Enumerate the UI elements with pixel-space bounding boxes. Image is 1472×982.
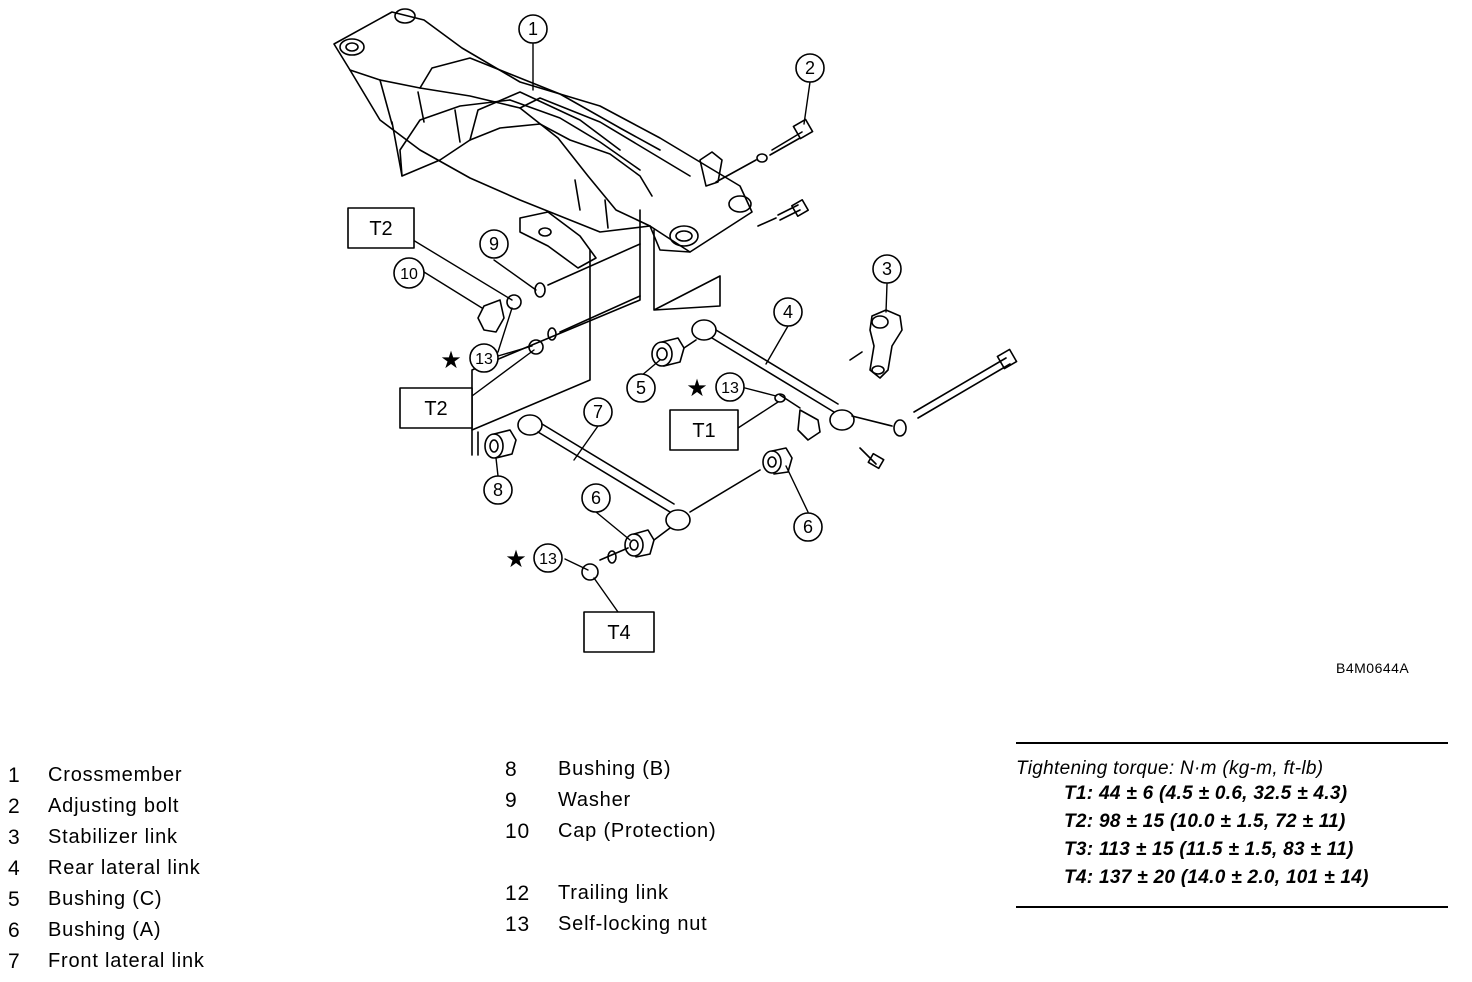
legend-number: 7: [8, 950, 21, 973]
legend-label: Cap (Protection): [558, 820, 717, 842]
legend-number: 10: [505, 820, 530, 843]
legend-item: 10 Cap (Protection): [505, 816, 716, 847]
svg-text:T4: T4: [607, 622, 630, 644]
protection-cap-drawing: [477, 299, 505, 333]
front-lateral-link-drawing: [517, 414, 761, 531]
legend-label: Crossmember: [48, 764, 183, 786]
legend-number: 12: [505, 882, 530, 905]
legend-label: Adjusting bolt: [48, 795, 180, 817]
svg-text:T2: T2: [424, 398, 447, 420]
table-rule-bottom: [1016, 906, 1448, 908]
table-rule-top: [1016, 742, 1448, 744]
torque-box-t2-upper: T2: [347, 207, 415, 249]
legend-item: 13 Self-locking nut: [505, 909, 716, 940]
tightening-torque-table: Tightening torque: N·m (kg-m, ft-lb) T1:…: [1016, 742, 1448, 908]
legend-item: 4 Rear lateral link: [8, 853, 205, 884]
leader-lines: [412, 43, 888, 613]
svg-text:5: 5: [636, 378, 646, 398]
svg-text:10: 10: [400, 266, 418, 283]
torque-row-t1: T1: 44 ± 6 (4.5 ± 0.6, 32.5 ± 4.3): [1064, 783, 1348, 804]
legend-gap: [505, 847, 716, 878]
svg-text:9: 9: [489, 234, 499, 254]
adjusting-bolt-drawing: [715, 118, 814, 227]
legend-label: Front lateral link: [48, 950, 205, 972]
callout-13-right: 13: [715, 372, 745, 402]
legend-item: 5 Bushing (C): [8, 884, 205, 915]
legend-item: 1 Crossmember: [8, 760, 205, 791]
star-symbol-right: ★: [686, 375, 708, 402]
legend-label: Bushing (B): [558, 758, 672, 780]
bushing-b-drawing: [484, 429, 517, 459]
legend-number: 3: [8, 826, 21, 849]
legend-label: Washer: [558, 789, 631, 811]
callout-13-left: 13: [469, 343, 499, 373]
stabilizer-link-drawing: [849, 309, 903, 379]
star-symbol-bottom: ★: [505, 546, 527, 573]
callout-10: 10: [393, 257, 425, 289]
legend-item: 9 Washer: [505, 785, 716, 816]
legend-item: 12 Trailing link: [505, 878, 716, 909]
svg-text:T2: T2: [369, 218, 392, 240]
legend-number: 1: [8, 764, 21, 787]
callout-4: 4: [773, 297, 803, 327]
svg-text:3: 3: [882, 259, 892, 279]
legend-number: 5: [8, 888, 21, 911]
parts-legend-left: 1 Crossmember 2 Adjusting bolt 3 Stabilizer…: [8, 760, 205, 977]
torque-row-t4: T4: 137 ± 20 (14.0 ± 2.0, 101 ± 14): [1064, 867, 1369, 888]
star-symbol-left: ★: [440, 347, 462, 374]
legend-label: Self-locking nut: [558, 913, 708, 935]
svg-text:4: 4: [783, 302, 793, 322]
svg-text:1: 1: [528, 19, 538, 39]
legend-item: 8 Bushing (B): [505, 754, 716, 785]
legend-item: 2 Adjusting bolt: [8, 791, 205, 822]
callout-1: 1: [518, 14, 548, 44]
fasteners-drawing: [506, 243, 641, 581]
torque-row-t3: T3: 113 ± 15 (11.5 ± 1.5, 83 ± 11): [1064, 839, 1354, 860]
torque-row-t2: T2: 98 ± 15 (10.0 ± 1.5, 72 ± 11): [1064, 811, 1346, 832]
bushing-a-drawing: [624, 447, 793, 558]
legend-label: Trailing link: [558, 882, 669, 904]
callout-3: 3: [872, 254, 902, 284]
svg-text:13: 13: [721, 380, 739, 397]
exploded-view-diagram: T2 T2 T1 T4 1 2 3 4 5 6 6 7: [333, 8, 1018, 653]
callout-6-right: 6: [793, 512, 823, 542]
svg-text:2: 2: [805, 58, 815, 78]
legend-number: 13: [505, 913, 530, 936]
callout-5: 5: [626, 373, 656, 403]
callout-13-bottom: 13: [533, 543, 563, 573]
callout-6-left: 6: [581, 483, 611, 513]
callout-7: 7: [583, 397, 613, 427]
torque-box-t2-lower: T2: [399, 387, 473, 429]
svg-text:13: 13: [475, 351, 493, 368]
legend-number: 2: [8, 795, 21, 818]
svg-text:T1: T1: [692, 420, 715, 442]
torque-heading: Tightening torque: N·m (kg-m, ft-lb): [1016, 758, 1324, 779]
callout-8: 8: [483, 475, 513, 505]
legend-number: 6: [8, 919, 21, 942]
legend-label: Rear lateral link: [48, 857, 201, 879]
legend-number: 9: [505, 789, 518, 812]
svg-text:7: 7: [593, 402, 603, 422]
svg-text:13: 13: [539, 551, 557, 568]
svg-text:6: 6: [803, 517, 813, 537]
legend-number: 4: [8, 857, 21, 880]
legend-label: Bushing (A): [48, 919, 162, 941]
rear-lateral-link-drawing: [691, 319, 1018, 470]
legend-label: Stabilizer link: [48, 826, 178, 848]
figure-code: B4M0644A: [1336, 660, 1410, 676]
legend-number: 8: [505, 758, 518, 781]
legend-item: 7 Front lateral link: [8, 946, 205, 977]
legend-label: Bushing (C): [48, 888, 163, 910]
callout-9: 9: [479, 229, 509, 259]
svg-text:6: 6: [591, 488, 601, 508]
torque-box-t4: T4: [583, 611, 655, 653]
bushing-c-drawing: [651, 337, 697, 367]
callout-2: 2: [795, 53, 825, 83]
torque-box-t1: T1: [669, 409, 739, 451]
legend-item: 6 Bushing (A): [8, 915, 205, 946]
legend-item: 3 Stabilizer link: [8, 822, 205, 853]
svg-text:8: 8: [493, 480, 503, 500]
